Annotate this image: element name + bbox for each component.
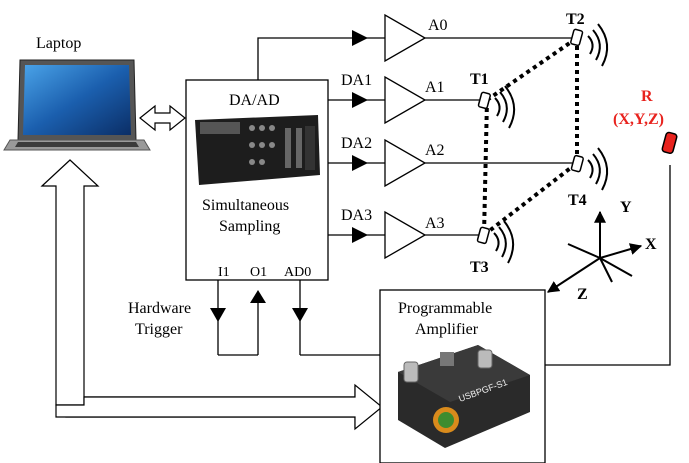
amplifier-label: Amplifier — [415, 321, 479, 338]
amplifier-device-image: USBPGF-S1 — [398, 345, 530, 448]
t2-label: T2 — [566, 11, 585, 28]
da3-label: DA3 — [341, 207, 372, 224]
axis-y-label: Y — [620, 199, 632, 216]
hardware-label: Hardware — [128, 300, 191, 317]
ad0-label: AD0 — [284, 265, 311, 280]
ad0-line — [299, 280, 380, 356]
trigger-label: Trigger — [135, 321, 183, 338]
a1-label: A1 — [425, 79, 445, 96]
axis-x-label: X — [645, 236, 657, 253]
ad0-input-arrow — [292, 308, 308, 322]
r-label: R — [641, 88, 653, 105]
amp-a3-triangle — [384, 210, 427, 260]
t3-label: T3 — [470, 259, 489, 276]
axis-z-label: Z — [577, 286, 588, 303]
o1-input-arrow — [250, 290, 266, 303]
a0-input-arrow — [352, 30, 368, 46]
laptop-label: Laptop — [36, 35, 81, 52]
receiver-icon — [661, 131, 678, 155]
r-coords-label: (X,Y,Z) — [613, 111, 664, 128]
da2-label: DA2 — [341, 135, 372, 152]
a3-input-arrow — [352, 227, 368, 243]
coordinate-axes — [546, 210, 643, 293]
hardware-trigger-loop — [217, 280, 259, 356]
sampling-label: Sampling — [219, 218, 280, 235]
daq-device-image — [195, 115, 320, 185]
daad-label: DA/AD — [229, 92, 280, 109]
a1-input-arrow — [352, 92, 368, 108]
laptop-daad-double-arrow — [139, 104, 186, 132]
da1-label: DA1 — [341, 72, 372, 89]
a3-label: A3 — [425, 215, 445, 232]
transmitter-baseline-dotted — [482, 36, 579, 237]
a2-label: A2 — [425, 142, 445, 159]
a0-label: A0 — [428, 17, 448, 34]
amp-a1-triangle — [384, 75, 427, 125]
t1-label: T1 — [470, 71, 489, 88]
t4-label: T4 — [568, 192, 587, 209]
a2-input-arrow — [352, 155, 368, 171]
simultaneous-label: Simultaneous — [202, 197, 289, 214]
laptop-icon — [3, 59, 151, 151]
amp-a0-triangle — [384, 13, 427, 63]
signal-waves-icon — [493, 23, 609, 264]
programmable-label: Programmable — [398, 300, 492, 317]
laptop-up-arrow-head — [40, 159, 100, 406]
o1-label: O1 — [250, 265, 267, 280]
amplifier-receiver-line — [545, 165, 671, 366]
amplifier-right-arrow — [55, 383, 383, 431]
amp-a2-triangle — [384, 138, 427, 188]
i1-label: I1 — [218, 265, 230, 280]
channel-a0-line — [257, 37, 575, 80]
transmitter-icon — [476, 28, 584, 245]
i1-output-arrow — [210, 308, 226, 322]
